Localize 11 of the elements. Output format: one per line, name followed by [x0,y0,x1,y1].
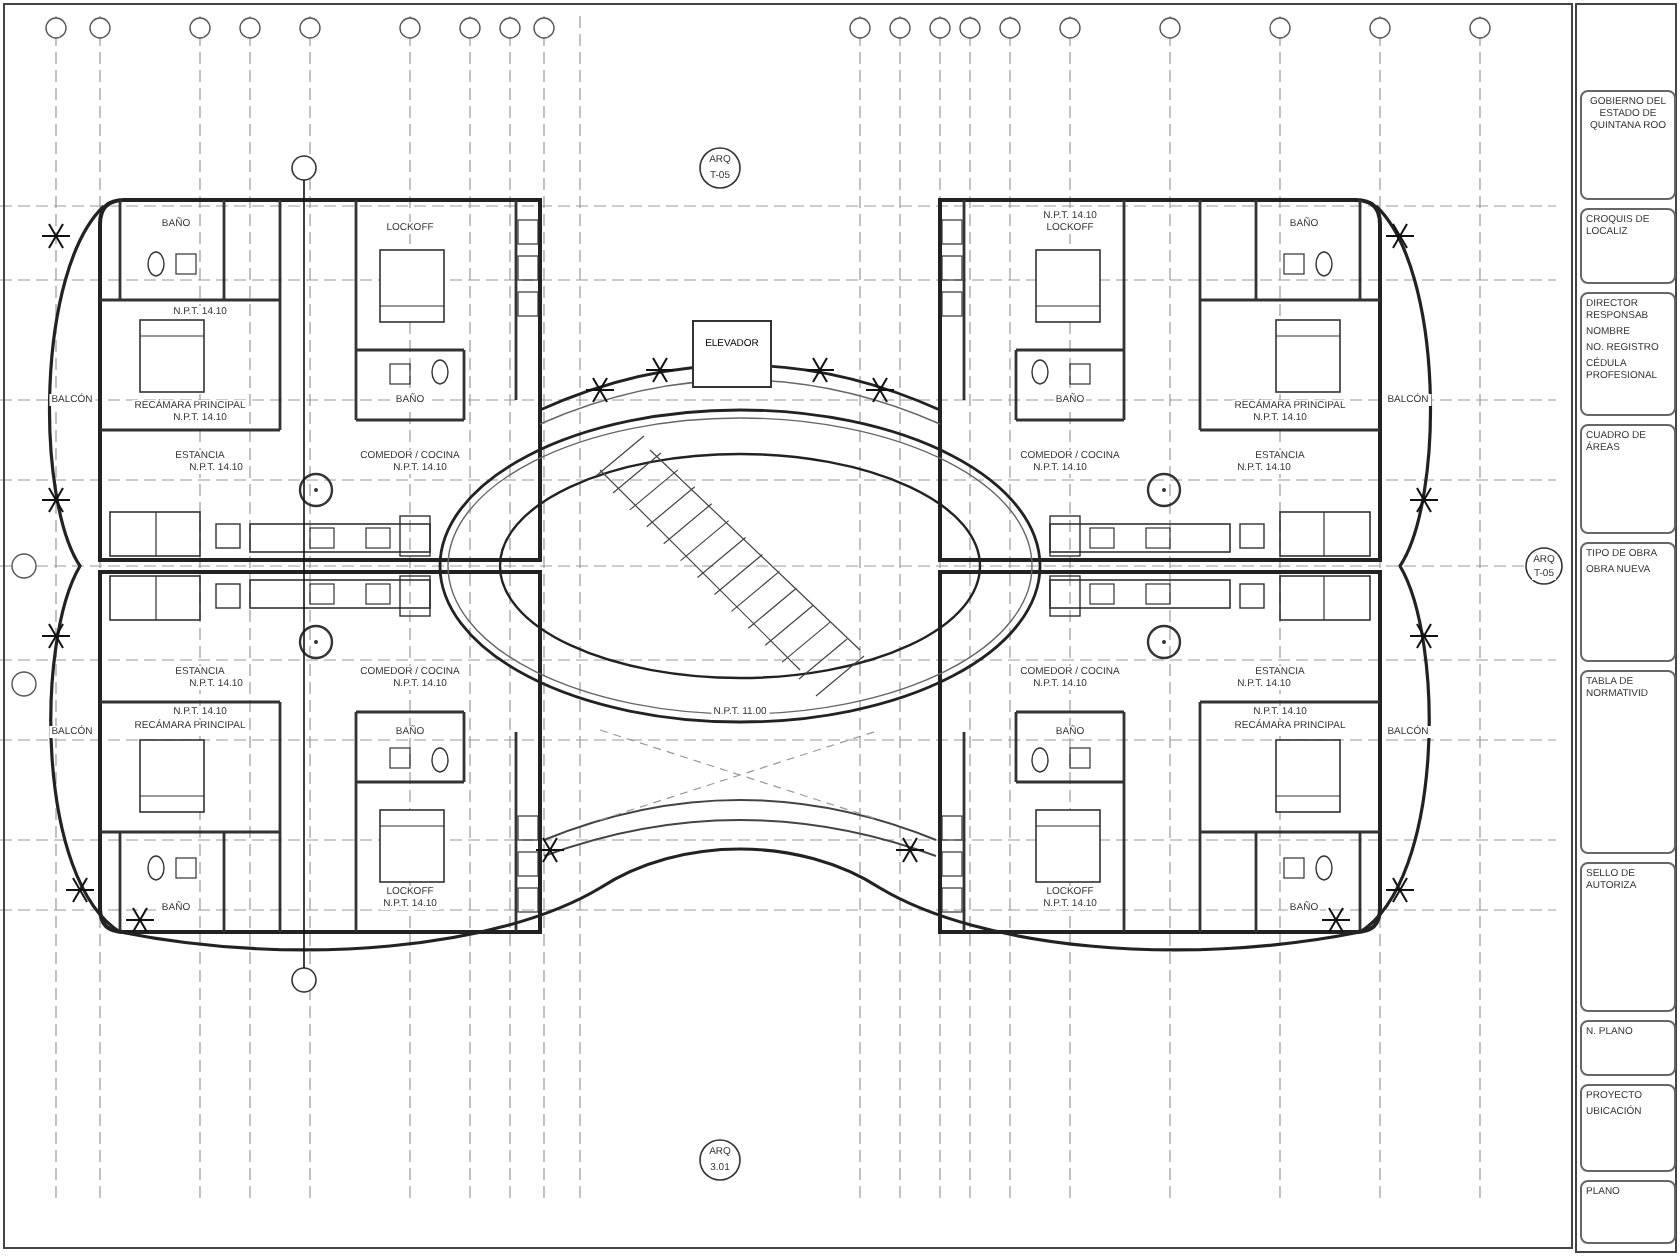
title-block-panel [1580,424,1676,534]
title-block-panel [1580,862,1676,1012]
title-block-panel [1580,208,1676,284]
title-block-panel [1580,90,1676,200]
title-block-panel [1580,542,1676,662]
title-block-panel [1580,1084,1676,1172]
title-block-panel [1580,1020,1676,1076]
title-block-panel [1580,670,1676,854]
title-block-panel [1580,292,1676,416]
elevator-box [692,320,772,388]
title-block-panel [1580,1180,1676,1244]
